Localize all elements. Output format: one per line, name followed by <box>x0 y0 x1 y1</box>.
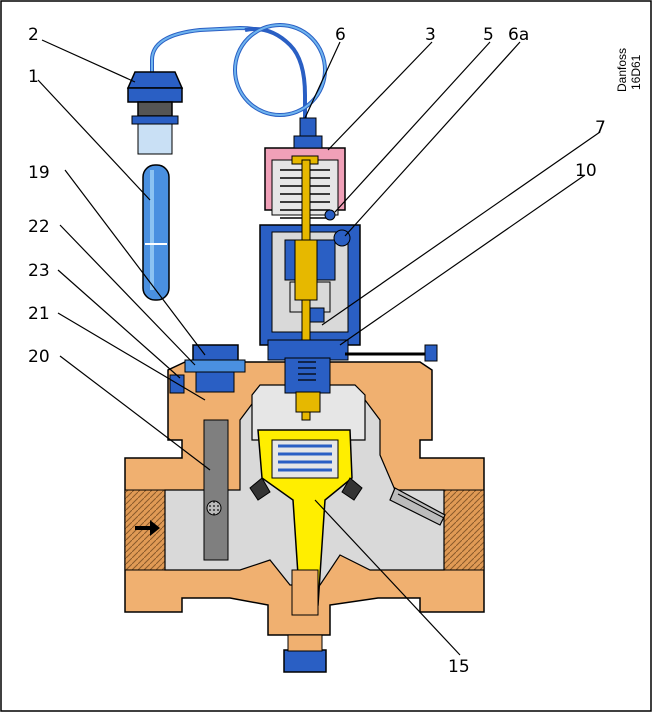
figure-code: 16D61 <box>629 54 643 90</box>
strainer <box>184 344 246 561</box>
label-6: 6 <box>335 25 346 45</box>
brand-name: Danfoss <box>615 48 629 92</box>
label-15: 15 <box>448 657 470 677</box>
label-20: 20 <box>28 347 50 367</box>
leader-lines <box>37 39 601 656</box>
label-1: 1 <box>28 67 39 87</box>
label-19: 19 <box>28 163 50 183</box>
capillary-tube <box>150 23 327 118</box>
label-10: 10 <box>575 161 597 181</box>
arrow-right-icon <box>135 520 160 536</box>
main-valve-cone <box>249 429 363 606</box>
outlet-thread <box>443 489 485 571</box>
valve-stem <box>294 159 318 421</box>
label-7: 7 <box>595 118 606 138</box>
bottom-cap <box>283 569 327 673</box>
sensor-bulb <box>126 71 184 301</box>
label-3: 3 <box>425 25 436 45</box>
label-22: 22 <box>28 217 50 237</box>
label-2: 2 <box>28 25 39 45</box>
side-plug-right <box>345 344 438 362</box>
label-6a: 6a <box>508 25 529 45</box>
label-5: 5 <box>483 25 494 45</box>
label-23: 23 <box>28 261 50 281</box>
pilot-assembly <box>267 339 349 413</box>
label-21: 21 <box>28 304 50 324</box>
